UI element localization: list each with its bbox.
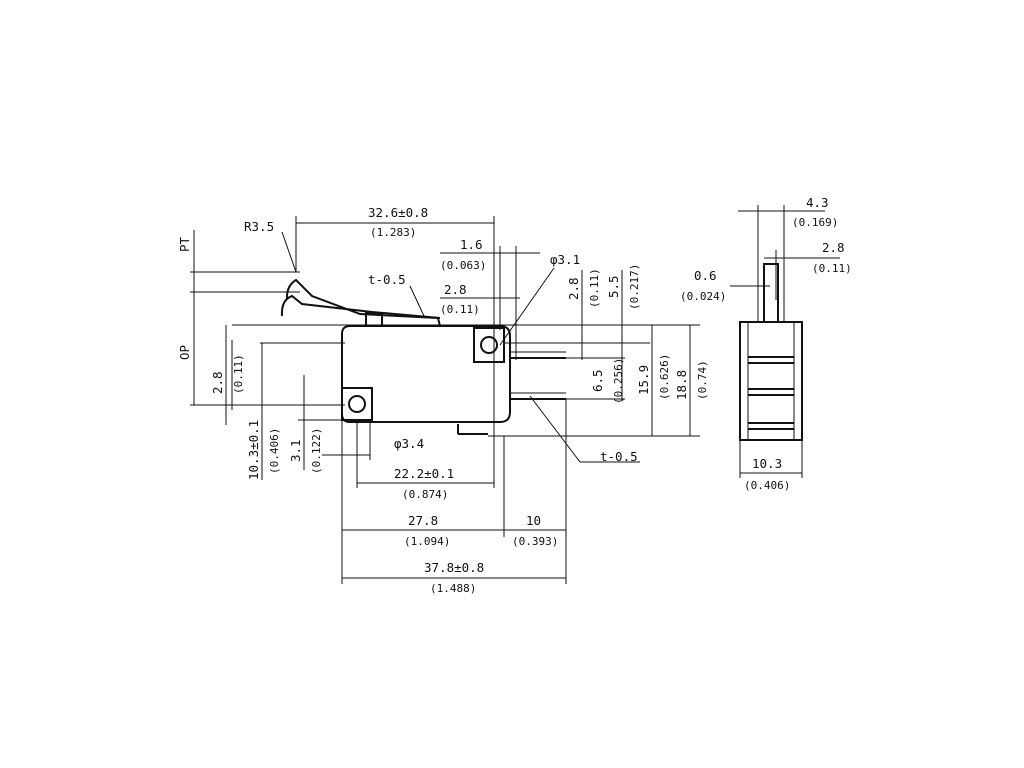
front-view — [280, 278, 566, 435]
dim-1-6-in: (0.063) — [440, 259, 486, 272]
dim-2-8-left-in: (0.11) — [232, 354, 245, 394]
side-view — [730, 205, 840, 478]
label-phi34: φ3.4 — [394, 436, 424, 451]
pivot-hole — [480, 336, 498, 354]
dim-22-2-in: (0.874) — [402, 488, 448, 501]
dim-2-8-vert-in: (0.11) — [588, 268, 601, 308]
dim-18-8: 18.8 — [674, 370, 689, 400]
dim-22-2: 22.2±0.1 — [394, 466, 454, 481]
dim-5-5-in: (0.217) — [628, 264, 641, 310]
dim-10-3-left-in: (0.406) — [268, 428, 281, 474]
label-lever-t: t-0.5 — [368, 272, 406, 287]
dim-side-2-8: 2.8 — [822, 240, 845, 255]
label-op: OP — [177, 345, 192, 360]
lever-free — [285, 278, 441, 327]
dim-side-10-3-in: (0.406) — [744, 479, 790, 492]
dim-32-6: 32.6±0.8 — [368, 205, 428, 220]
dim-37-8: 37.8±0.8 — [424, 560, 484, 575]
dim-5-5: 5.5 — [606, 275, 621, 298]
label-r35: R3.5 — [244, 219, 274, 234]
label-pt: PT — [177, 236, 192, 252]
pivot-block — [473, 327, 505, 363]
dim-6-5: 6.5 — [590, 369, 605, 392]
dim-2-8-top: 2.8 — [444, 282, 467, 297]
switch-body — [341, 325, 511, 423]
dimension-lines — [190, 216, 700, 584]
dim-1-6: 1.6 — [460, 237, 483, 252]
dim-15-9: 15.9 — [636, 365, 651, 395]
dim-side-10-3: 10.3 — [752, 456, 782, 471]
dim-2-8-left: 2.8 — [210, 371, 225, 394]
dim-side-0-6-in: (0.024) — [680, 290, 726, 303]
dim-2-8-top-in: (0.11) — [440, 303, 480, 316]
lever-operated — [280, 294, 441, 319]
dim-side-0-6: 0.6 — [694, 268, 717, 283]
label-phi31: φ3.1 — [550, 252, 580, 267]
dim-2-8-vert: 2.8 — [566, 277, 581, 300]
dim-10-3-left: 10.3±0.1 — [246, 420, 261, 480]
dim-10-in: (0.393) — [512, 535, 558, 548]
mounting-hole — [348, 395, 366, 413]
dim-32-6-in: (1.283) — [370, 226, 416, 239]
dim-side-4-3-in: (0.169) — [792, 216, 838, 229]
dim-10: 10 — [526, 513, 541, 528]
dim-18-8-in: (0.74) — [696, 360, 709, 400]
dim-27-8: 27.8 — [408, 513, 438, 528]
dim-6-5-in: (0.256) — [612, 358, 625, 404]
dim-37-8-in: (1.488) — [430, 582, 476, 595]
label-terminal-t: t-0.5 — [600, 449, 638, 464]
dim-side-2-8-in: (0.11) — [812, 262, 852, 275]
dim-side-4-3: 4.3 — [806, 195, 829, 210]
labels: 32.6±0.8 (1.283) R3.5 PT OP t-0.5 1.6 (0… — [177, 195, 852, 595]
dim-15-9-in: (0.626) — [658, 354, 671, 400]
dim-3-1-in: (0.122) — [310, 428, 323, 474]
side-body — [739, 321, 803, 441]
dim-27-8-in: (1.094) — [404, 535, 450, 548]
dim-3-1: 3.1 — [288, 439, 303, 462]
